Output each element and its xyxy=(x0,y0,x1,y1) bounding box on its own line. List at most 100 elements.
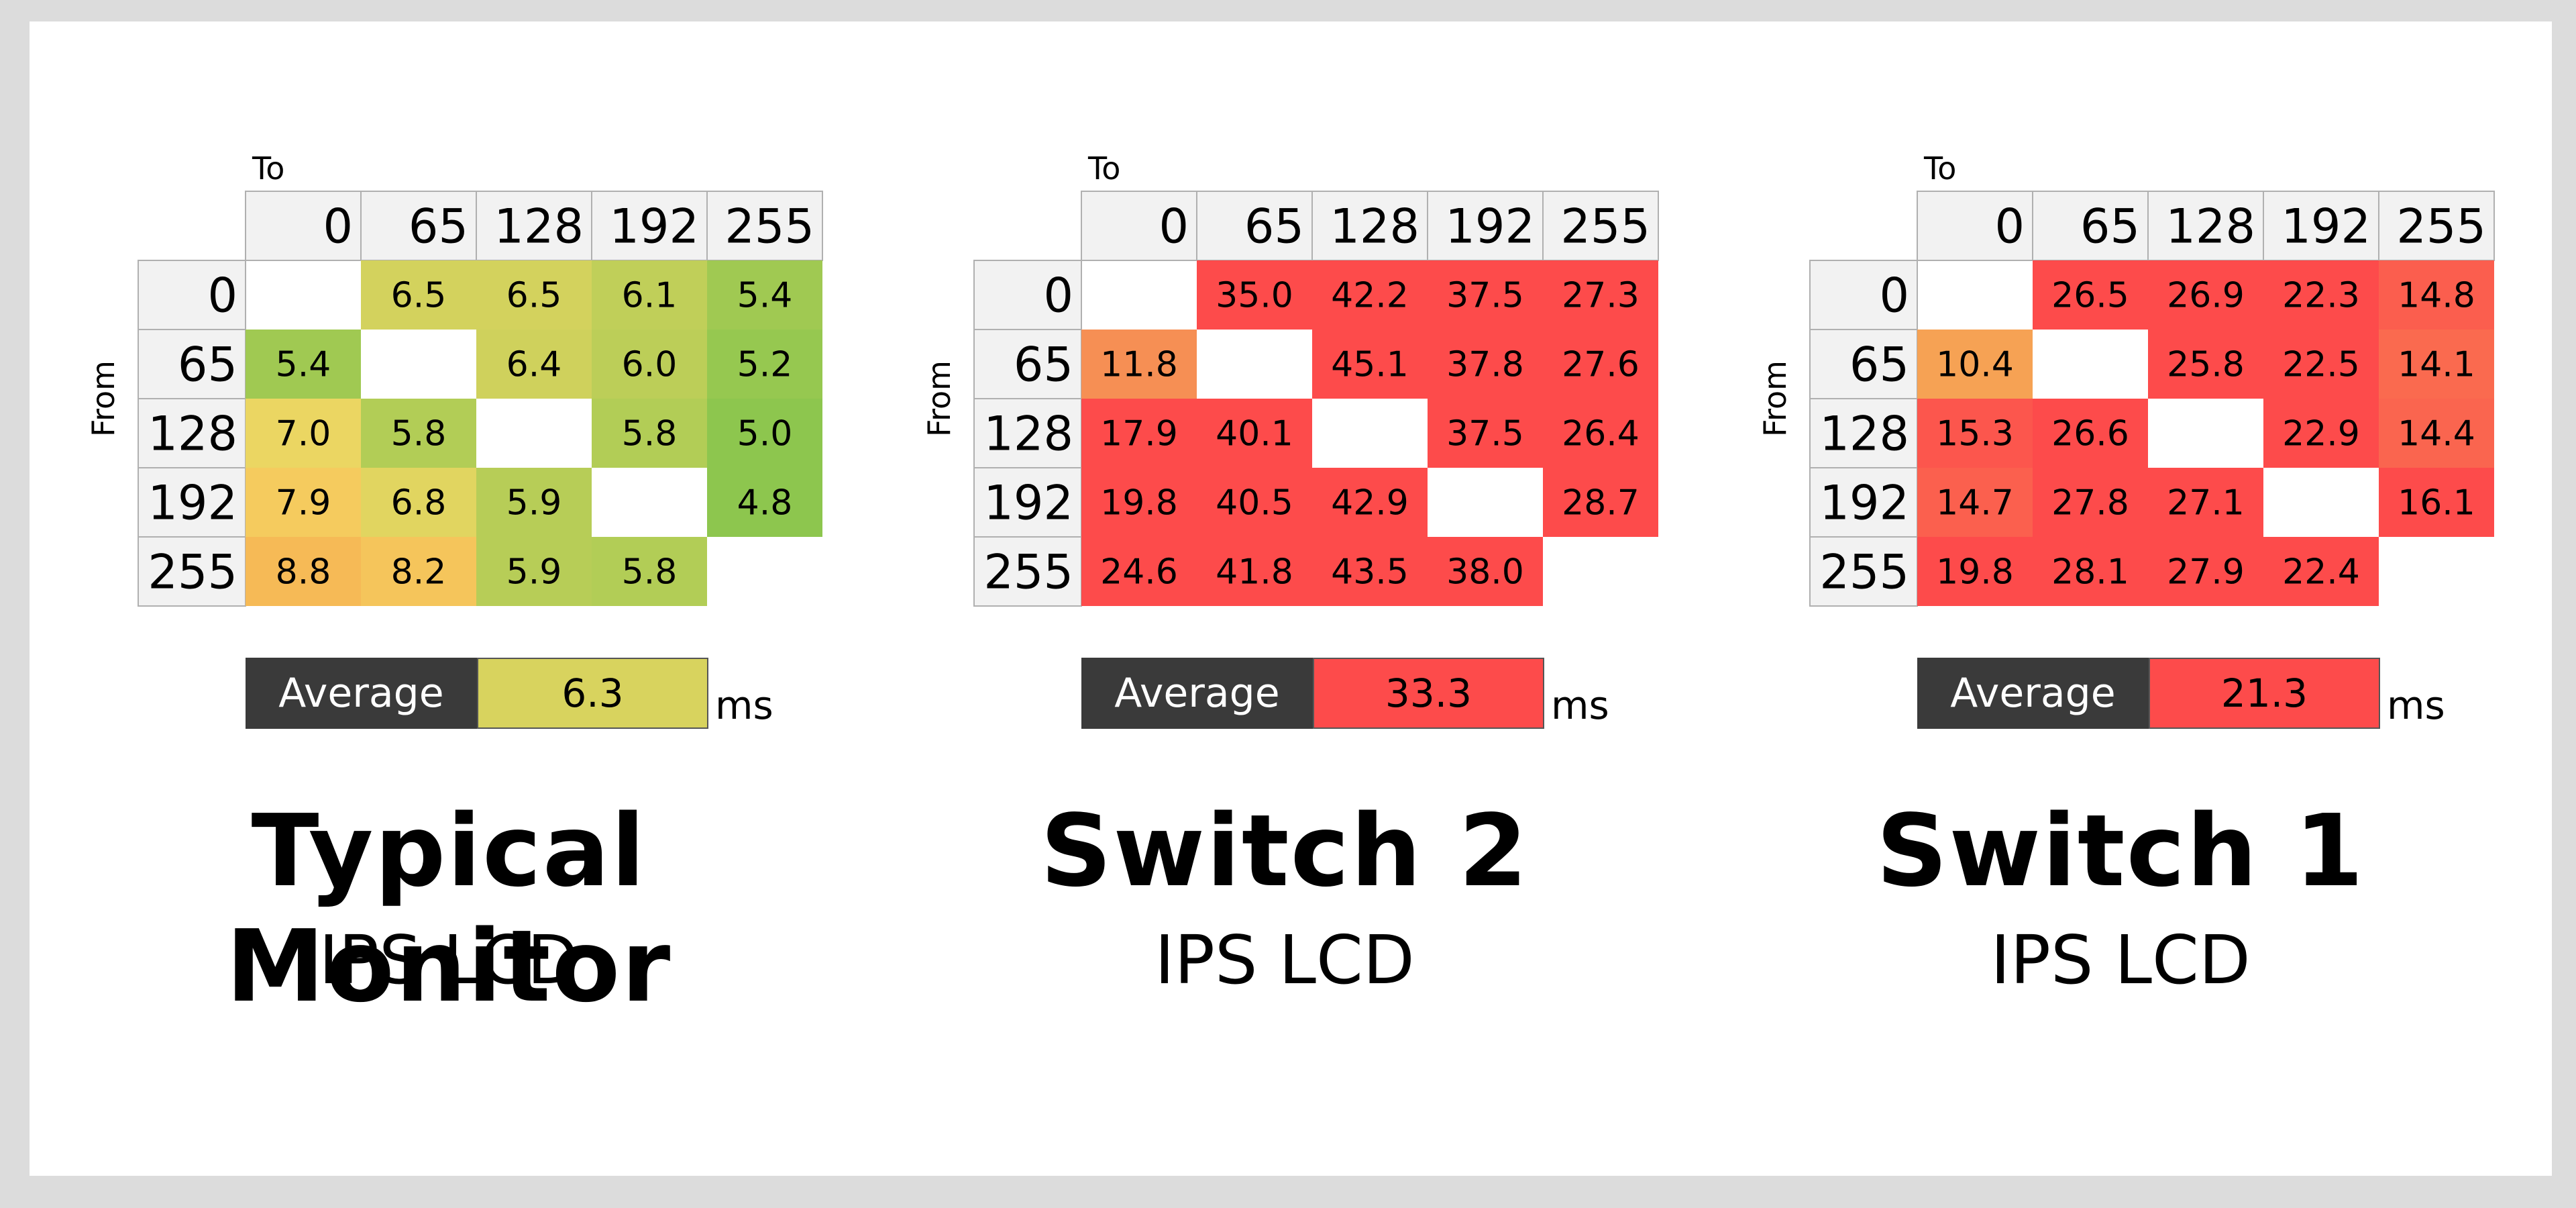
heatmap-cell-label: 5.8 xyxy=(622,552,678,593)
heatmap-cell-label: 19.8 xyxy=(1936,552,2014,593)
heatmap-cell xyxy=(1081,399,1197,468)
heatmap-cell xyxy=(1312,260,1428,330)
chart-title: Switch 2 xyxy=(1040,793,1529,909)
average-unit: ms xyxy=(2387,683,2445,728)
heatmap-cell-label: 25.8 xyxy=(2167,345,2245,385)
heatmap-cell-label: 37.5 xyxy=(1446,276,1524,316)
heatmap-cell xyxy=(246,399,361,468)
heatmap-cell-label: 41.8 xyxy=(1216,552,1293,593)
row-header-cell xyxy=(973,398,1082,468)
heatmap-cell xyxy=(361,399,476,468)
heatmap-cell xyxy=(1312,330,1428,399)
heatmap-cell-label: 7.9 xyxy=(276,483,331,523)
average-row: Average 33.3 ms xyxy=(1081,658,1609,729)
heatmap-cell-label: 26.6 xyxy=(2051,414,2129,454)
heatmap-cell xyxy=(2379,330,2494,399)
average-value: 33.3 xyxy=(1313,658,1544,729)
column-header-label: 128 xyxy=(494,199,584,254)
column-header-label: 255 xyxy=(2396,199,2486,254)
row-header-label: 192 xyxy=(1819,476,1909,531)
row-header-label: 128 xyxy=(1819,407,1909,462)
row-header-label: 0 xyxy=(1043,268,1073,323)
heatmap-cell-label: 24.6 xyxy=(1100,552,1178,593)
row-header-cell xyxy=(973,260,1082,330)
heatmap-cell xyxy=(1543,260,1658,330)
average-unit: ms xyxy=(715,683,773,728)
heatmap-cell-label: 14.4 xyxy=(2398,414,2475,454)
column-header-cell xyxy=(1081,191,1197,261)
heatmap-cell xyxy=(707,330,822,399)
heatmap-cell xyxy=(361,260,476,330)
heatmap-cell-label: 40.1 xyxy=(1216,414,1293,454)
heatmap-cell-label: 14.8 xyxy=(2398,276,2475,316)
heatmap-cell xyxy=(592,260,707,330)
column-header-cell xyxy=(1542,191,1659,261)
column-header-cell xyxy=(360,191,477,261)
heatmap-cell xyxy=(476,330,592,399)
row-header-label: 192 xyxy=(148,476,237,531)
row-header-cell xyxy=(1809,467,1918,538)
heatmap-cell-label: 43.5 xyxy=(1331,552,1409,593)
average-unit: ms xyxy=(1551,683,1609,728)
heatmap-cell xyxy=(592,399,707,468)
heatmap-cell xyxy=(1197,260,1312,330)
heatmap-cell xyxy=(2379,260,2494,330)
heatmap-cell-label: 5.8 xyxy=(622,414,678,454)
heatmap-cell xyxy=(1197,399,1312,468)
column-header-cell xyxy=(2147,191,2264,261)
heatmap-cell xyxy=(1428,260,1543,330)
heatmap-cell-label: 27.1 xyxy=(2167,483,2245,523)
heatmap-cell xyxy=(1543,468,1658,537)
column-header-cell xyxy=(591,191,708,261)
column-header-label: 255 xyxy=(724,199,814,254)
row-header-label: 128 xyxy=(983,407,1073,462)
heatmap-cell-label: 42.9 xyxy=(1331,483,1409,523)
row-header-cell xyxy=(1809,260,1918,330)
heatmap-cell-label: 42.2 xyxy=(1331,276,1409,316)
heatmap-cell-label: 37.5 xyxy=(1446,414,1524,454)
column-header-label: 65 xyxy=(2080,199,2140,254)
average-label: Average xyxy=(1917,658,2149,729)
heatmap-cell xyxy=(1081,468,1197,537)
heatmap-cell xyxy=(476,537,592,606)
heatmap-cell-label: 22.9 xyxy=(2282,414,2360,454)
heatmap-cell xyxy=(361,468,476,537)
chart-subtitle: IPS LCD xyxy=(319,921,579,999)
heatmap-cell xyxy=(246,330,361,399)
heatmap-cell xyxy=(2033,537,2148,606)
heatmap-cell xyxy=(246,468,361,537)
heatmap-cell-label: 6.5 xyxy=(391,276,447,316)
heatmap-cell-label: 27.8 xyxy=(2051,483,2129,523)
average-row: Average 21.3 ms xyxy=(1917,658,2445,729)
heatmap-cell-label: 8.8 xyxy=(276,552,331,593)
heatmap-cell xyxy=(2148,537,2263,606)
column-header-label: 65 xyxy=(1244,199,1304,254)
column-header-cell xyxy=(1917,191,2033,261)
heatmap-cell xyxy=(2379,399,2494,468)
heatmap-cell-label: 7.0 xyxy=(276,414,331,454)
row-header-label: 192 xyxy=(983,476,1073,531)
row-header-label: 0 xyxy=(1879,268,1909,323)
chart-subtitle: IPS LCD xyxy=(1155,921,1415,999)
row-header-label: 255 xyxy=(1819,545,1909,600)
heatmap-cell-label: 5.8 xyxy=(391,414,447,454)
column-header-cell xyxy=(1196,191,1313,261)
heatmap-cell-label: 6.5 xyxy=(506,276,562,316)
heatmap-cell-label: 26.9 xyxy=(2167,276,2245,316)
row-header-label: 0 xyxy=(207,268,237,323)
heatmap-cell xyxy=(1917,468,2033,537)
heatmap-cell-label: 35.0 xyxy=(1216,276,1293,316)
heatmap-cell xyxy=(1543,330,1658,399)
axis-label-to: To xyxy=(1923,150,1956,187)
heatmap-cell xyxy=(2263,537,2379,606)
column-header-label: 128 xyxy=(2165,199,2255,254)
heatmap-cell xyxy=(2263,399,2379,468)
heatmap-cell xyxy=(707,399,822,468)
heatmap-cell xyxy=(1428,330,1543,399)
column-header-label: 192 xyxy=(2281,199,2371,254)
axis-label-to: To xyxy=(1087,150,1120,187)
